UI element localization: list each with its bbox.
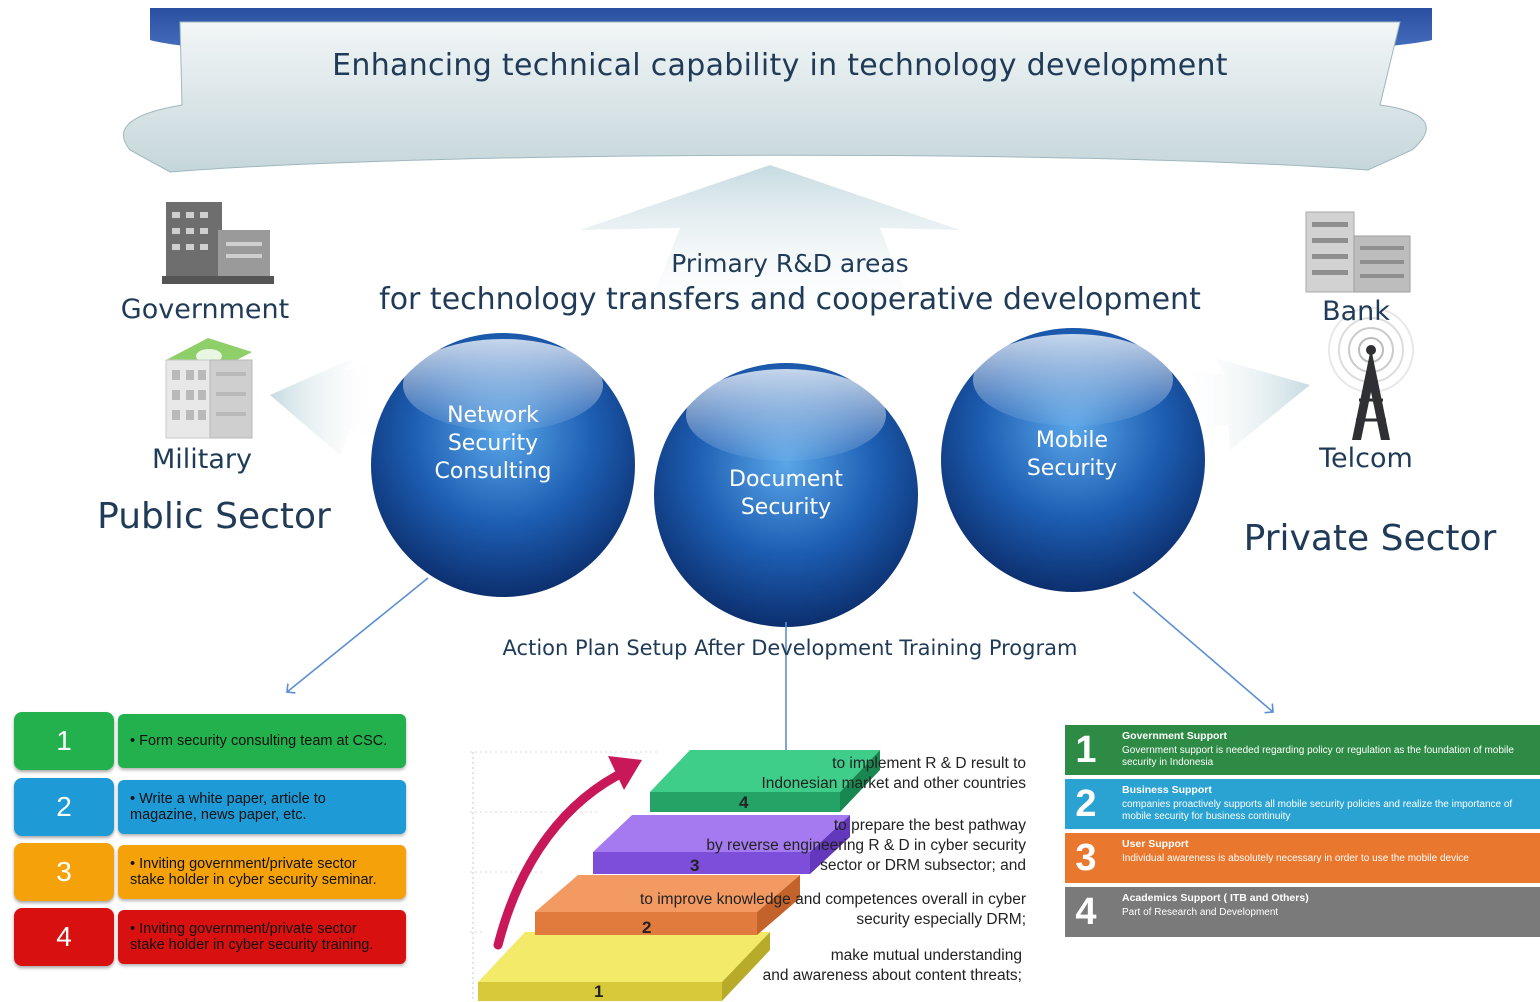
left-list-number: 3 xyxy=(14,843,114,901)
right-list-item: 2 Business Support companies proactively… xyxy=(1065,779,1540,829)
private-sector-label: Private Sector xyxy=(1243,518,1497,559)
telcom-tower-icon xyxy=(1328,307,1414,440)
left-arrow xyxy=(270,355,380,455)
banner-title: Enhancing technical capability in techno… xyxy=(332,48,1228,83)
primary-rd-line1: Primary R&D areas xyxy=(671,249,909,278)
bank-label: Bank xyxy=(1322,296,1390,327)
left-list-text: • Form security consulting team at CSC. xyxy=(118,714,406,768)
left-list-item: 3 • Inviting government/private sector s… xyxy=(14,843,406,901)
right-list-desc: Government support is needed regarding p… xyxy=(1122,745,1514,768)
sphere-network-label: Network Security Consulting xyxy=(434,403,552,484)
connector-right xyxy=(1132,591,1274,714)
left-list-text: • Inviting government/private sector sta… xyxy=(118,910,406,964)
step-4-number: 4 xyxy=(739,793,749,812)
public-sector-label: Public Sector xyxy=(97,496,331,537)
step-1-number: 1 xyxy=(594,982,604,1001)
step-3-text: to prepare the best pathway by reverse e… xyxy=(706,817,1026,874)
step-1-top xyxy=(478,932,770,982)
step-2-top xyxy=(535,875,800,912)
step-2-front xyxy=(535,912,757,935)
primary-rd-heading: Primary R&D areas for technology transfe… xyxy=(330,246,1250,318)
step-2-text: to improve knowledge and competences ove… xyxy=(640,891,1026,928)
step-1-front xyxy=(478,982,722,1001)
step-3-number: 3 xyxy=(690,856,700,875)
left-list-item: 1 • Form security consulting team at CSC… xyxy=(14,712,406,770)
primary-rd-line2: for technology transfers and cooperative… xyxy=(379,282,1201,317)
step-1-text: make mutual understanding and awareness … xyxy=(762,947,1022,984)
step-3-top xyxy=(593,815,850,852)
right-list-item: 3 User Support Individual awareness is a… xyxy=(1065,833,1540,883)
government-building-icon xyxy=(162,202,274,284)
right-list-desc: Individual awareness is absolutely neces… xyxy=(1122,853,1469,864)
left-list-item: 4 • Inviting government/private sector s… xyxy=(14,908,406,966)
bank-building-icon xyxy=(1305,211,1411,293)
sphere-mobile-label: Mobile Security xyxy=(1026,428,1118,481)
government-label: Government xyxy=(120,294,290,325)
right-list-title: Academics Support ( ITB and Others) xyxy=(1122,892,1309,904)
right-list-title: Business Support xyxy=(1122,784,1212,796)
right-list-item: 4 Academics Support ( ITB and Others) Pa… xyxy=(1065,887,1540,937)
right-list-desc: companies proactively supports all mobil… xyxy=(1122,799,1513,822)
step-4-front xyxy=(650,792,840,812)
right-arrow xyxy=(1180,358,1310,450)
sphere-mobile xyxy=(941,328,1205,592)
right-list-number: 2 xyxy=(1075,783,1097,825)
right-list-number: 1 xyxy=(1075,729,1097,771)
left-list-number: 2 xyxy=(14,778,114,836)
connector-left xyxy=(286,577,429,694)
left-list-number: 4 xyxy=(14,908,114,966)
sphere-document xyxy=(654,363,918,627)
right-list-desc: Part of Research and Development xyxy=(1122,907,1279,918)
right-list-title: User Support xyxy=(1122,838,1189,850)
sphere-document-label: Document Security xyxy=(729,467,843,520)
left-list-text: • Write a white paper, article to magazi… xyxy=(118,780,406,834)
up-arrow xyxy=(580,165,960,330)
step-4-top xyxy=(650,750,880,792)
sphere-network xyxy=(371,333,635,597)
step-4-text: to implement R & D result to Indonesian … xyxy=(761,755,1026,792)
military-building-icon xyxy=(165,338,253,439)
step-3-front xyxy=(593,852,810,874)
left-list-number: 1 xyxy=(14,712,114,770)
right-list-number: 3 xyxy=(1075,837,1097,879)
left-list-item: 2 • Write a white paper, article to maga… xyxy=(14,778,406,836)
curved-arrow xyxy=(493,765,633,950)
step-2-number: 2 xyxy=(642,918,652,937)
action-plan-label: Action Plan Setup After Development Trai… xyxy=(502,636,1078,660)
left-list-text: • Inviting government/private sector sta… xyxy=(118,845,406,899)
right-list-number: 4 xyxy=(1075,891,1097,933)
right-list-item: 1 Government Support Government support … xyxy=(1065,725,1540,775)
banner-face xyxy=(123,21,1427,173)
military-label: Military xyxy=(151,444,252,475)
staircase xyxy=(470,750,880,1001)
telcom-label: Telcom xyxy=(1319,443,1413,474)
right-list-title: Government Support xyxy=(1122,730,1228,742)
